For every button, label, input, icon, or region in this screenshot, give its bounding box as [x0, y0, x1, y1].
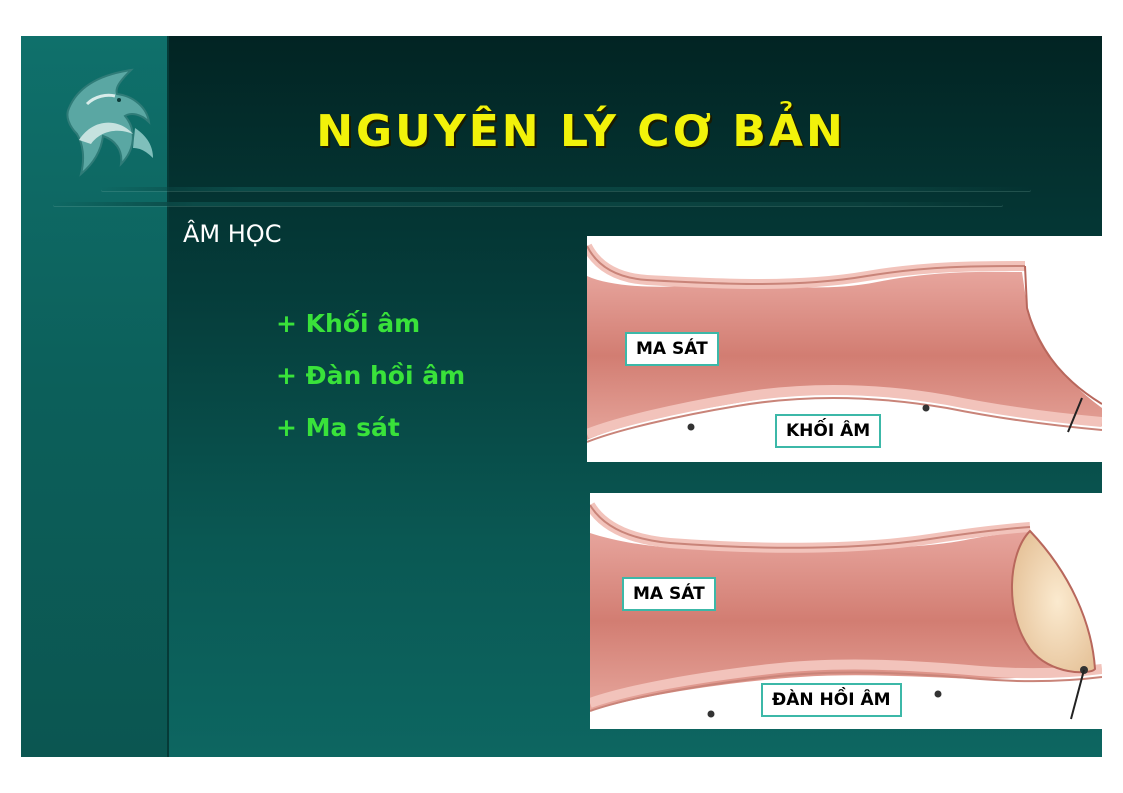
- bullet-mass: + Khối âm: [276, 309, 421, 338]
- friction-label: MA SÁT: [622, 577, 716, 611]
- airway-tube-image: [587, 243, 1102, 443]
- title-divider-upper: [101, 187, 1031, 191]
- friction-label: MA SÁT: [625, 332, 719, 366]
- bullet-friction: + Ma sát: [276, 413, 400, 442]
- airway-illustration-elastance: MA SÁT ĐÀN HỒI ÂM: [590, 493, 1102, 729]
- slide: NGUYÊN LÝ CƠ BẢN ÂM HỌC + Khối âm + Đàn …: [21, 36, 1102, 757]
- bullet-elastance: + Đàn hồi âm: [276, 361, 466, 390]
- mass-label: KHỐI ÂM: [775, 414, 882, 448]
- slide-title: NGUYÊN LÝ CƠ BẢN: [316, 106, 846, 157]
- elastance-label: ĐÀN HỒI ÂM: [761, 683, 902, 717]
- dolphin-logo-icon: [66, 68, 153, 177]
- airway-illustration-mass: MA SÁT KHỐI ÂM: [587, 236, 1102, 462]
- title-divider-lower: [53, 202, 1003, 206]
- bullet-list: + Khối âm + Đàn hồi âm + Ma sát: [276, 304, 465, 460]
- airway-tube-image: [590, 502, 1102, 720]
- section-label: ÂM HỌC: [183, 220, 282, 248]
